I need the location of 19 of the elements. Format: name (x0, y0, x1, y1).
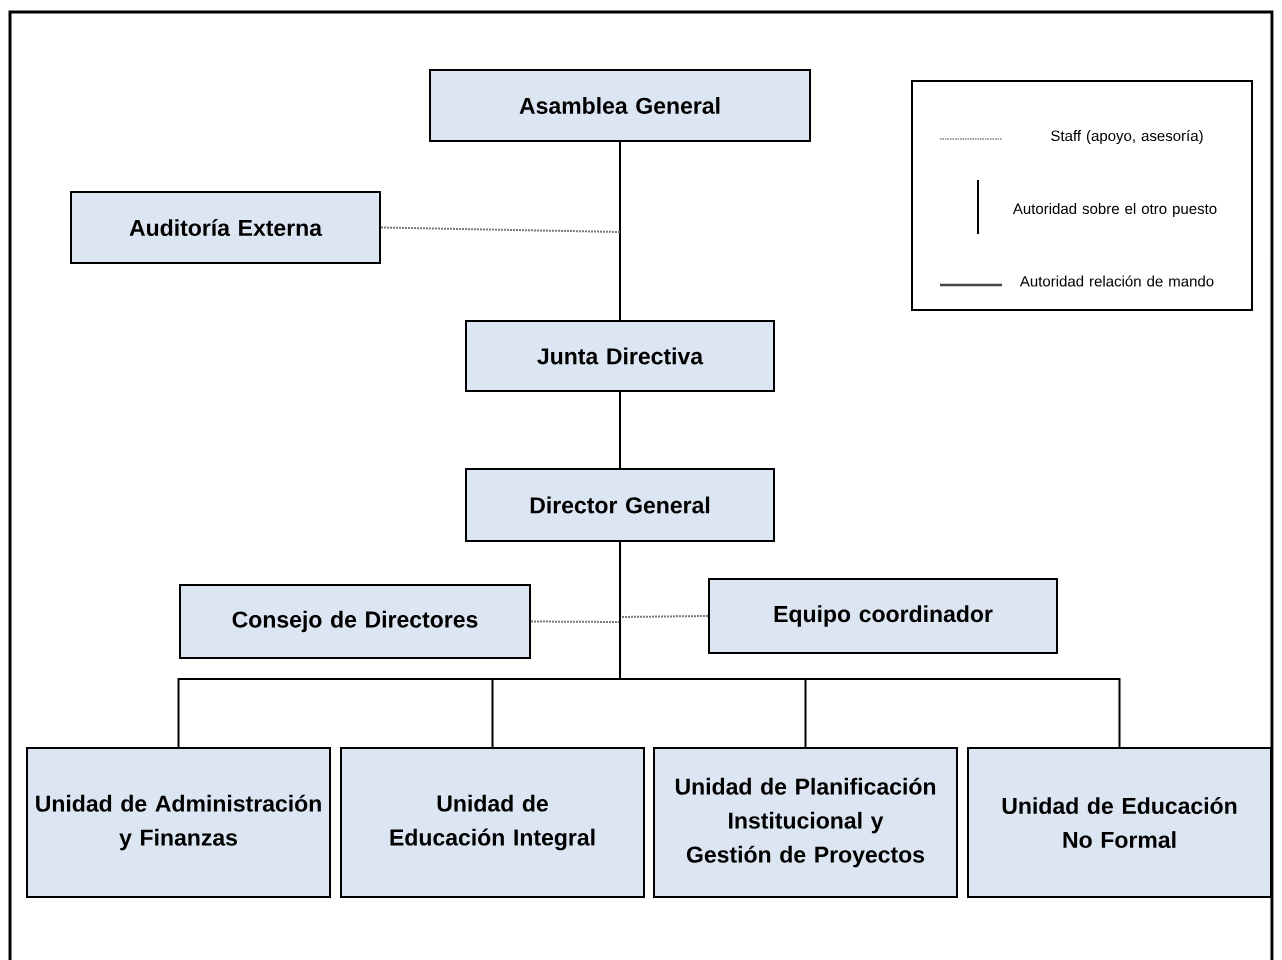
org-box: Unidad de Educación No Formal (967, 747, 1272, 898)
connector-line (530, 620, 621, 623)
org-box: Junta Directiva (465, 320, 775, 392)
connector-line (619, 141, 621, 321)
legend-text: Staff (apoyo, asesoría) (1051, 129, 1203, 145)
org-box: Director General (465, 468, 775, 542)
org-box: Asamblea General (429, 69, 811, 142)
legend-text: Autoridad sobre el otro puesto (1012, 203, 1217, 217)
org-box: Unidad de Educación Integral (340, 747, 645, 898)
org-box: Unidad de Planificación Institucional y Gestión de Proyectos (653, 747, 958, 898)
connector-line (380, 226, 621, 233)
connector-line (619, 615, 709, 618)
legend-text: Autoridad relación de mando (1019, 275, 1214, 287)
org-box: Equipo coordinador (708, 578, 1058, 654)
org-box: Unidad de Administración y Finanzas (26, 747, 331, 898)
org-box: Auditoría Externa (70, 191, 381, 264)
connector-line (619, 391, 621, 469)
connector-line (619, 541, 1121, 748)
org-box: Consejo de Directores (179, 584, 531, 659)
